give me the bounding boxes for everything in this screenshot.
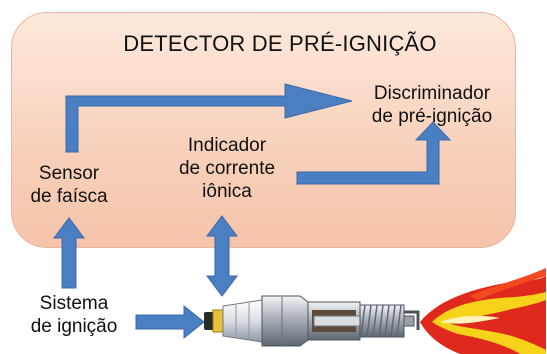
ionic-current-indicator-label: Indicador de corrente iônica (158, 134, 296, 203)
discriminator-label-line2: de pré-ignição (371, 106, 493, 127)
sensor-label-line1: Sensor (38, 163, 100, 184)
indicator-label-line1: Indicador (187, 135, 267, 156)
arrow-system-to-sensor (53, 217, 85, 289)
arrow-system-to-spark-plug (135, 304, 205, 340)
diagram-title: DETECTOR DE PRÉ-IGNIÇÃO (123, 31, 437, 56)
discriminator-label: Discriminador de pré-ignição (348, 82, 516, 128)
indicator-label-line3: iônica (202, 181, 252, 202)
flame-icon (420, 268, 546, 354)
system-label-line2: de ignição (30, 316, 118, 337)
arrow-indicator-to-discriminator (296, 121, 452, 185)
arrow-indicator-spark-plug (206, 215, 238, 297)
system-label-line1: Sistema (39, 293, 109, 314)
discriminator-label-line1: Discriminador (373, 83, 491, 104)
spark-plug-icon (204, 295, 420, 347)
ignition-system-label: Sistema de ignição (14, 292, 134, 338)
sensor-label-line2: de faísca (30, 186, 108, 207)
arrow-sensor-to-discriminator (65, 83, 353, 153)
spark-sensor-label: Sensor de faísca (14, 162, 124, 208)
indicator-label-line2: de corrente (178, 158, 276, 179)
